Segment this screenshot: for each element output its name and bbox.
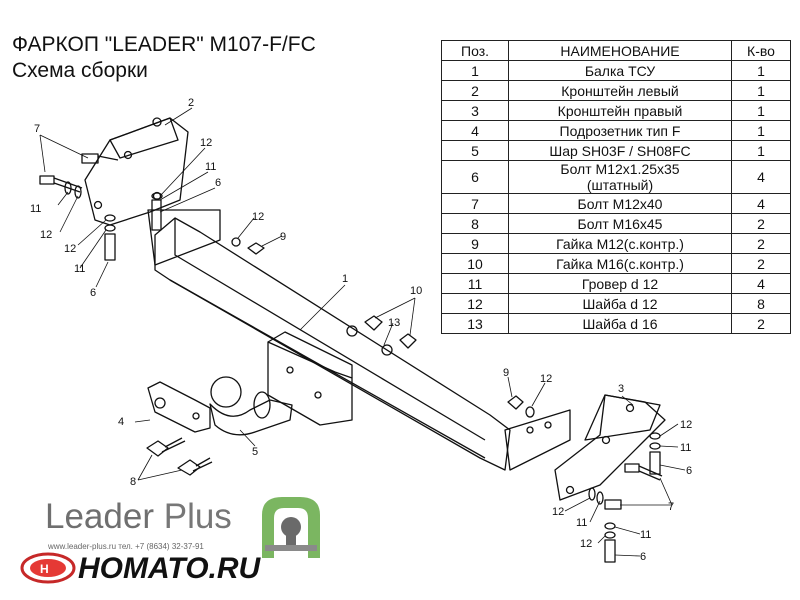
col-header-qty: К-во — [731, 40, 791, 61]
cell-name: Болт М12х40 — [508, 193, 732, 214]
contacts-line: www.leader-plus.ru тел. +7 (8634) 32-37-… — [48, 542, 204, 551]
callout-1: 1 — [342, 273, 348, 285]
cell-name: Шайба d 16 — [508, 313, 732, 334]
diagram-title: ФАРКОП "LEADER" М107-F/FC — [12, 33, 316, 56]
socket-bracket-part — [147, 381, 211, 433]
callout-8: 8 — [130, 476, 136, 488]
callout-labels: 2 7 12 11 6 11 12 12 11 6 12 9 1 10 13 4… — [30, 97, 692, 563]
cell-qty: 4 — [731, 160, 791, 194]
callout-9-right: 9 — [503, 367, 509, 379]
svg-text:H: H — [40, 562, 49, 576]
left-bracket-part — [84, 117, 189, 226]
callout-3: 3 — [618, 383, 624, 395]
callout-12-left2: 12 — [64, 243, 76, 255]
logo-word-leader: Leader — [45, 497, 154, 536]
leader-plus-emblem — [262, 497, 320, 558]
callout-12-r3: 12 — [580, 538, 592, 550]
tow-ball-part — [209, 376, 293, 436]
callout-6-r1: 6 — [686, 465, 692, 477]
leader-lines — [39, 107, 686, 557]
homato-watermark: HOMATO.RU — [78, 552, 261, 585]
cell-qty: 1 — [731, 80, 791, 101]
homato-emblem: H — [20, 552, 76, 584]
cell-pos: 13 — [441, 313, 509, 334]
col-header-pos: Поз. — [441, 40, 509, 61]
parts-table-header: Поз. НАИМЕНОВАНИЕ К-во — [441, 40, 791, 61]
callout-12-mid: 12 — [252, 211, 264, 223]
callout-11-top: 11 — [205, 161, 216, 173]
right-bracket-part — [554, 394, 666, 501]
callout-11-left2: 11 — [74, 263, 85, 275]
callout-11-r2: 11 — [576, 517, 587, 529]
logo-word-plus: Plus — [163, 497, 232, 536]
main-beam-part — [147, 209, 571, 471]
callout-12-r2: 12 — [552, 506, 564, 518]
callout-6-top: 6 — [215, 177, 221, 189]
callout-7-right: 7 — [668, 501, 674, 513]
callout-13: 13 — [388, 317, 400, 329]
callout-10: 10 — [410, 285, 422, 297]
bolt-m16-parts — [146, 437, 213, 476]
cell-name: Болт М12х1.25х35 (штатный) — [508, 160, 732, 194]
cell-pos: 6 — [441, 160, 509, 194]
callout-12-r1: 12 — [680, 419, 692, 431]
callout-5: 5 — [252, 446, 258, 458]
col-header-name: НАИМЕНОВАНИЕ — [508, 40, 732, 61]
callout-6-r2: 6 — [640, 551, 646, 563]
callout-11-left: 11 — [30, 203, 41, 215]
leader-plus-logo-text: Leader Plus — [45, 497, 232, 537]
right-fasteners — [588, 432, 663, 563]
callout-7-left: 7 — [34, 123, 40, 135]
cell-name: Гровер d 12 — [508, 273, 732, 294]
callout-12-left: 12 — [40, 229, 52, 241]
right-nut-fasteners — [507, 395, 535, 418]
callout-9-left: 9 — [280, 231, 286, 243]
callout-12-top: 12 — [200, 137, 212, 149]
middle-fasteners — [346, 315, 417, 356]
callout-2: 2 — [188, 97, 194, 109]
cell-qty: 2 — [731, 313, 791, 334]
callout-4: 4 — [118, 416, 124, 428]
cell-name: Гайка М12(с.контр.) — [508, 233, 732, 254]
callout-11-r1: 11 — [680, 442, 691, 454]
diagram-subtitle: Схема сборки — [12, 59, 148, 82]
left-fasteners — [39, 153, 265, 261]
callout-6-left: 6 — [90, 287, 96, 299]
callout-12-right: 12 — [540, 373, 552, 385]
cell-name: Шар SH03F / SH08FC — [508, 140, 732, 161]
callout-11-r3: 11 — [640, 529, 651, 541]
cell-pos: 12 — [441, 293, 509, 314]
